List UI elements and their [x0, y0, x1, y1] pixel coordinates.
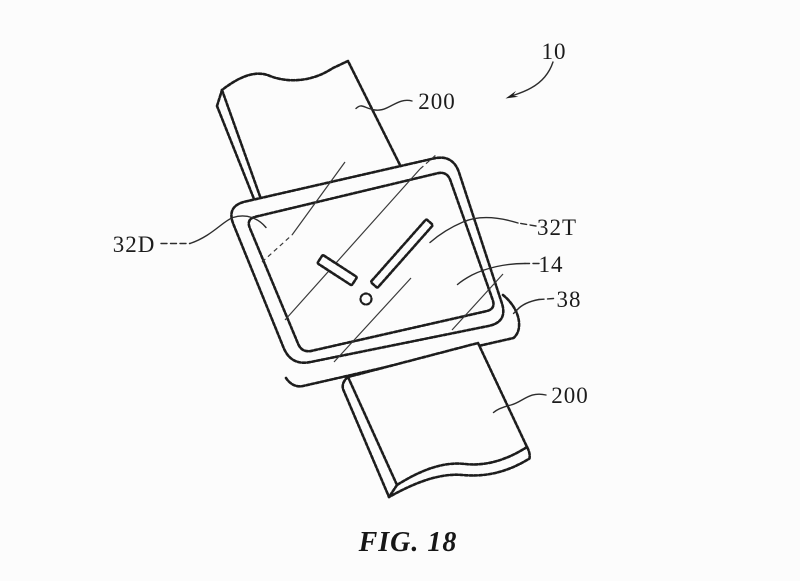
- leader-line-32d: [189, 215, 267, 245]
- reference-labels: 10 200 32D 32T 14 38 200: [113, 39, 589, 408]
- band-top-outline: [215, 59, 410, 206]
- band-top-edge-line: [220, 88, 264, 204]
- leader-line-38: [512, 298, 540, 315]
- leader-line-14: [456, 262, 526, 286]
- reflection-line-main: [284, 168, 421, 321]
- ref-label-32t: 32T: [537, 215, 577, 240]
- leader-line-38-dash: [538, 297, 555, 301]
- display-bezel: [247, 171, 495, 353]
- watch-case: [230, 156, 521, 388]
- reflection-line-upper: [291, 161, 346, 236]
- reflection-line-upper-dashed: [261, 234, 293, 263]
- hands-pivot-circle: [359, 292, 373, 306]
- leader-line-200-top: [355, 99, 413, 111]
- ref-label-38: 38: [557, 287, 582, 312]
- watch-band-bottom: [341, 341, 531, 499]
- leader-line-10: [512, 61, 554, 97]
- hour-hand: [316, 254, 358, 287]
- band-bottom-outline: [341, 341, 531, 499]
- ref-label-200-top: 200: [418, 89, 456, 114]
- band-bottom-face-wave: [395, 445, 529, 487]
- band-bottom-face-edge: [346, 375, 399, 487]
- leader-line-32t: [429, 216, 519, 244]
- watch-band-top: [215, 59, 410, 206]
- ref-label-200-bottom: 200: [551, 383, 589, 408]
- watch-hands: [316, 218, 434, 306]
- reflection-line-lower-right: [451, 273, 504, 331]
- figure-caption: FIG. 18: [358, 527, 458, 558]
- band-bottom-corner-cap: [387, 483, 399, 499]
- leader-line-32t-dash: [517, 222, 537, 227]
- leader-lines: [160, 61, 555, 414]
- display-reflection-lines: [261, 153, 504, 363]
- ref-label-10: 10: [542, 39, 567, 64]
- minute-hand: [369, 218, 434, 289]
- arrowhead-10: [505, 90, 519, 99]
- reflection-line-main-dashed-tail: [419, 153, 438, 170]
- ref-label-14: 14: [539, 252, 564, 277]
- leader-line-200-bottom: [492, 393, 547, 414]
- ref-label-32d: 32D: [113, 232, 156, 257]
- reflection-line-lower-left: [333, 277, 412, 363]
